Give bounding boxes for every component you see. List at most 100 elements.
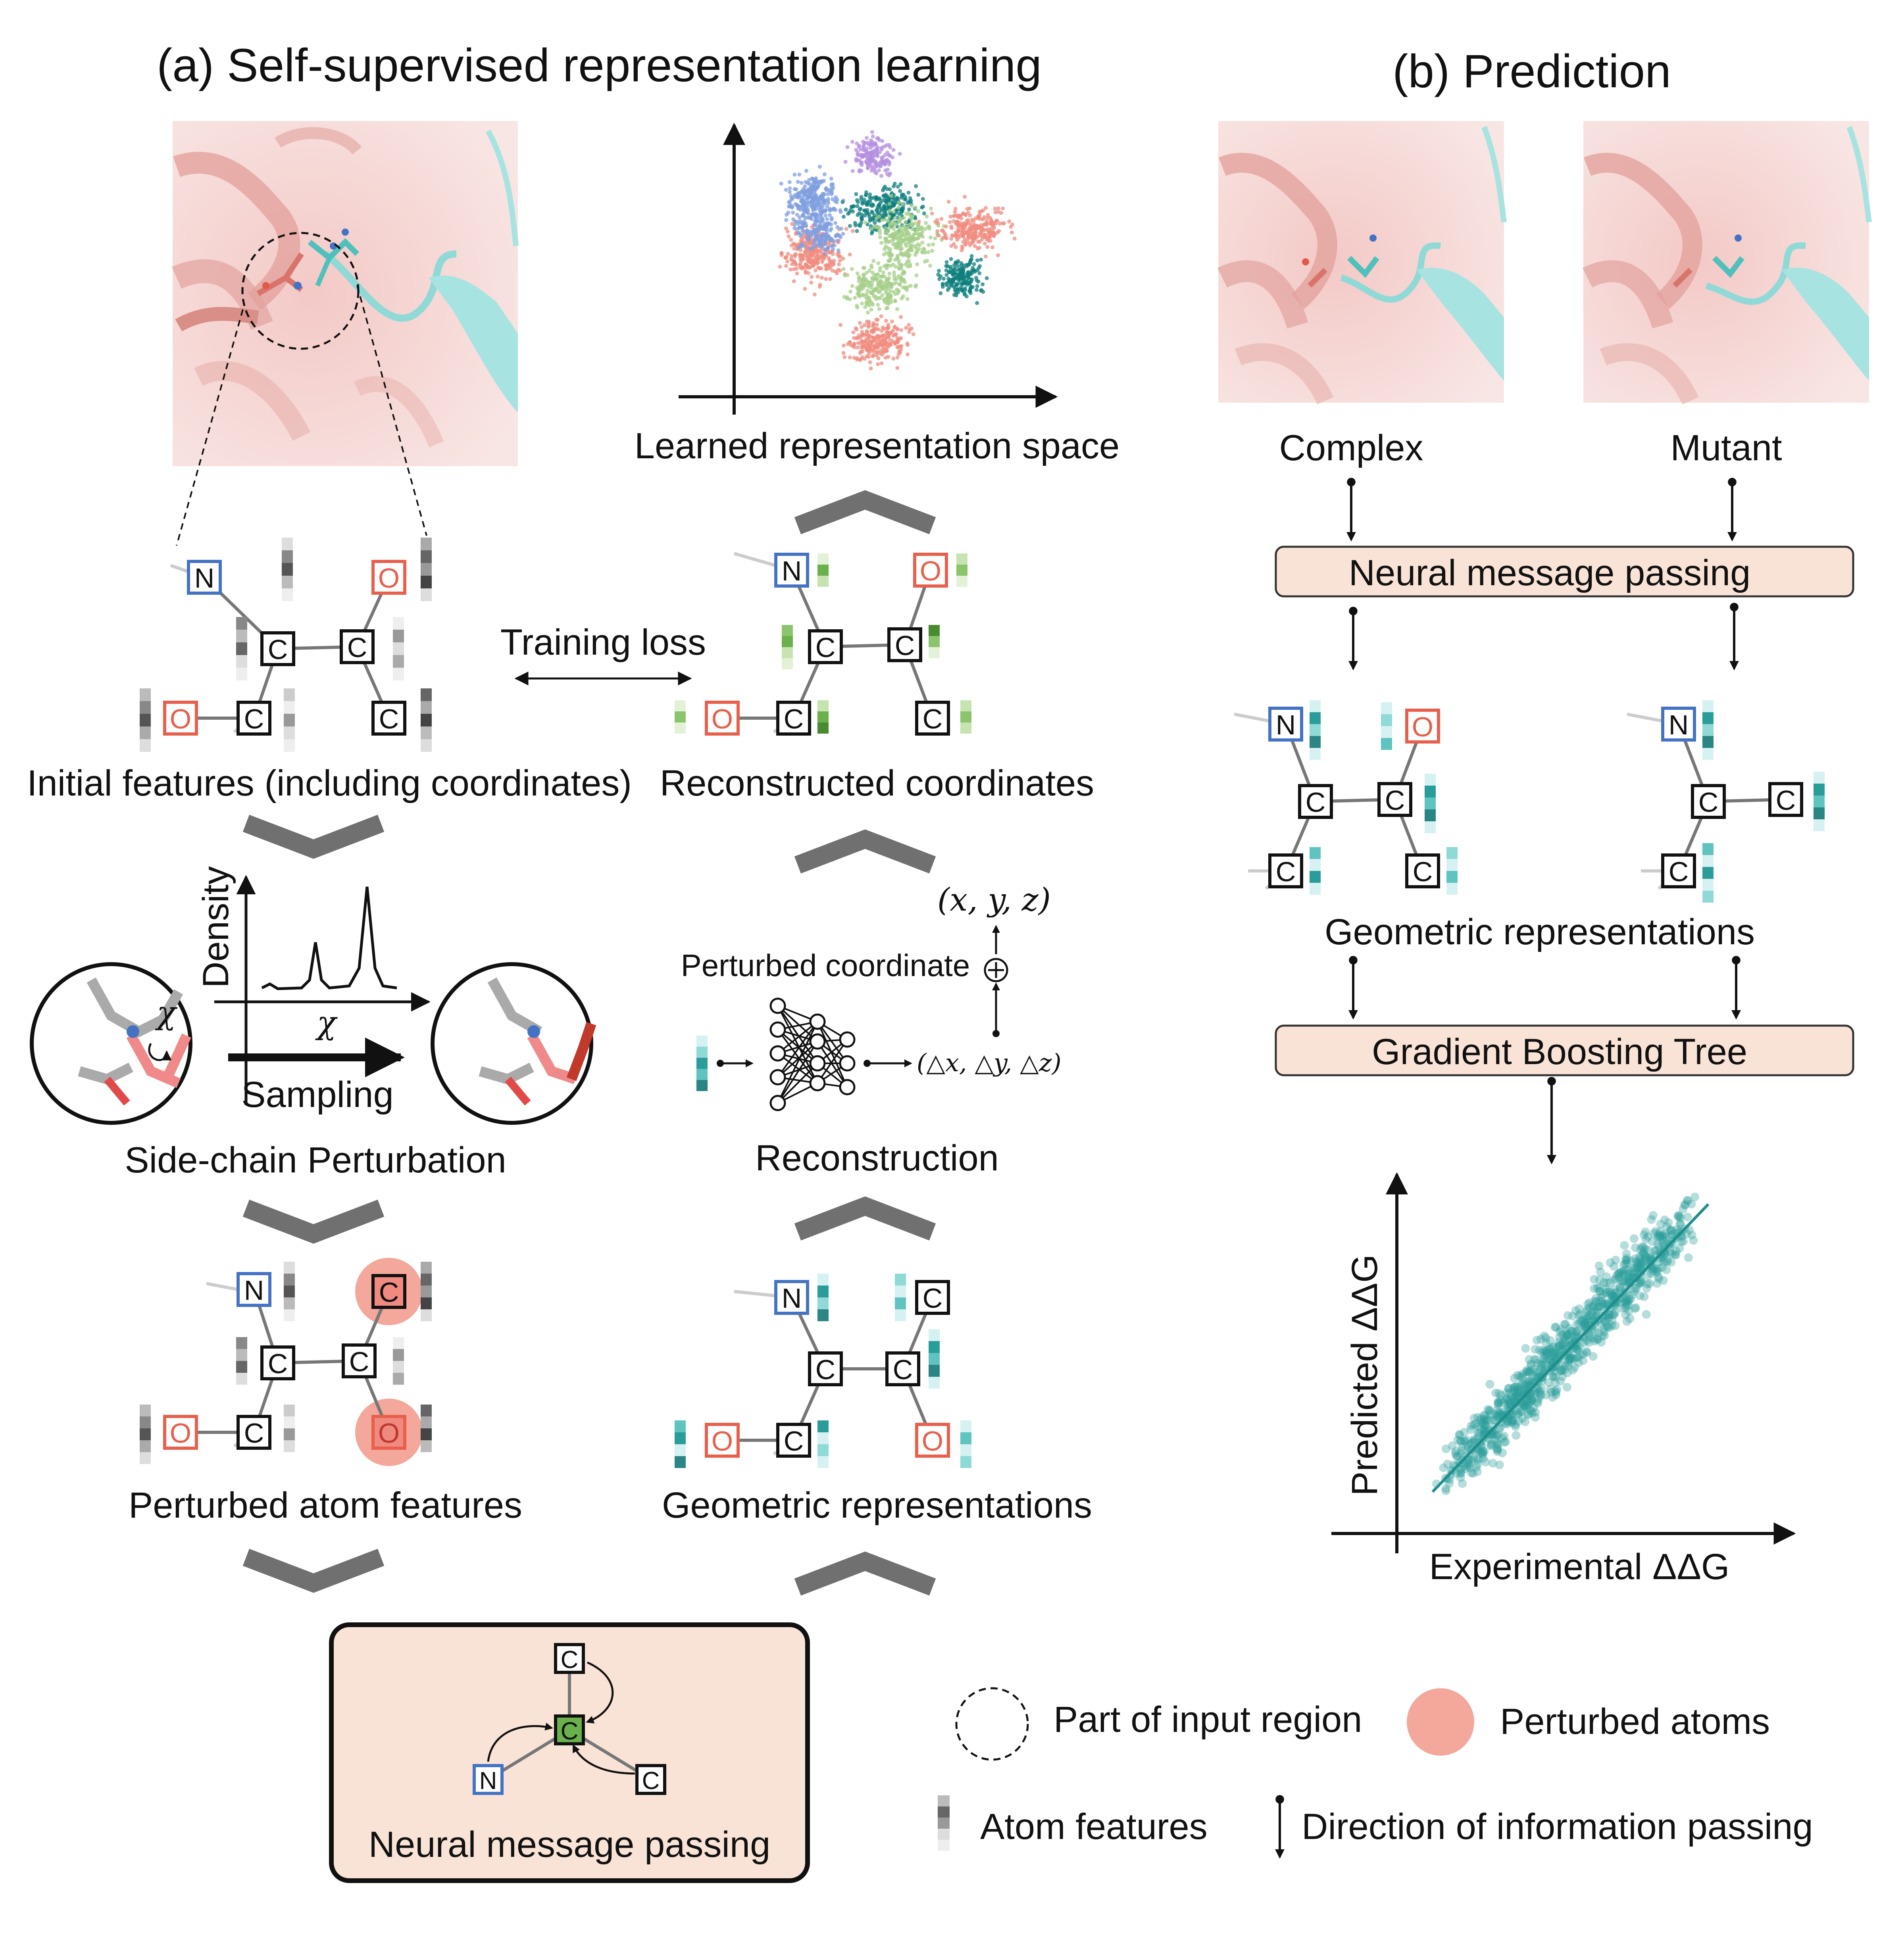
- cluster-point: [882, 275, 887, 279]
- cluster-point: [899, 251, 904, 256]
- atom-c-mutant-1: C: [1698, 787, 1719, 818]
- ddg-point: [1619, 1276, 1629, 1285]
- ddg-point: [1590, 1337, 1599, 1345]
- ddg-point: [1525, 1397, 1534, 1407]
- cluster-point: [810, 251, 814, 256]
- ddg-point: [1491, 1389, 1500, 1397]
- ddg-point: [1632, 1263, 1641, 1272]
- ddg-point: [1453, 1435, 1462, 1445]
- cluster-point: [800, 213, 805, 218]
- cluster-point: [903, 220, 908, 224]
- ddg-point: [1509, 1383, 1518, 1392]
- ddg-point: [1506, 1399, 1515, 1408]
- ddg-point: [1628, 1264, 1637, 1273]
- ddg-point: [1486, 1441, 1495, 1450]
- cluster-point: [830, 190, 834, 195]
- ddg-point: [1580, 1315, 1589, 1324]
- cluster-point: [892, 221, 896, 226]
- neuron-node: [769, 1069, 786, 1086]
- cluster-point: [921, 197, 925, 201]
- ddg-point: [1676, 1219, 1685, 1228]
- ddg-point: [1624, 1297, 1633, 1306]
- ddg-point: [1579, 1321, 1589, 1330]
- cluster-point: [823, 238, 828, 242]
- cluster-point: [784, 218, 789, 222]
- ddg-point: [1615, 1269, 1623, 1278]
- ddg-point: [1527, 1396, 1537, 1405]
- cluster-point: [815, 239, 819, 243]
- cluster-point: [869, 301, 874, 305]
- cluster-point: [865, 166, 870, 170]
- ddg-point: [1467, 1456, 1477, 1465]
- ddg-point: [1525, 1355, 1534, 1364]
- ddg-point: [1578, 1315, 1587, 1324]
- ddg-point: [1676, 1220, 1685, 1229]
- ddg-point: [1453, 1452, 1462, 1461]
- cluster-point: [890, 319, 894, 324]
- ddg-point: [1643, 1271, 1652, 1280]
- ddg-point: [1634, 1257, 1643, 1266]
- cluster-point: [875, 273, 879, 277]
- ddg-point: [1462, 1435, 1471, 1445]
- atom-c-perturbed-3: C: [244, 1418, 264, 1449]
- cluster-point: [929, 206, 933, 211]
- feature-bar-gray: [236, 1337, 247, 1385]
- feature-bar-gray: [421, 1262, 432, 1321]
- cluster-point: [841, 256, 845, 261]
- cluster-point: [893, 299, 897, 304]
- chevron-down-icon: [242, 815, 385, 859]
- ddg-point: [1659, 1258, 1668, 1266]
- cluster-point: [895, 327, 900, 332]
- cluster-point: [793, 219, 797, 223]
- ddg-point: [1666, 1248, 1675, 1257]
- ddg-point: [1674, 1213, 1683, 1221]
- ddg-point: [1622, 1255, 1631, 1264]
- ddg-point: [1530, 1355, 1539, 1364]
- cluster-point: [913, 206, 917, 210]
- cluster-point: [878, 275, 883, 279]
- cluster-point: [985, 245, 990, 249]
- ddg-point: [1468, 1438, 1477, 1447]
- cluster-point: [848, 290, 853, 294]
- ddg-point: [1621, 1256, 1630, 1265]
- ddg-point: [1620, 1298, 1629, 1307]
- ddg-point: [1565, 1336, 1573, 1345]
- cluster-point: [893, 257, 897, 262]
- cluster-point: [806, 271, 811, 275]
- ddg-point: [1552, 1388, 1561, 1397]
- ddg-point: [1469, 1436, 1478, 1445]
- ddg-point: [1452, 1451, 1461, 1460]
- cluster-point: [973, 244, 977, 248]
- cluster-point: [909, 284, 913, 288]
- ddg-point: [1456, 1437, 1466, 1446]
- ddg-point: [1498, 1398, 1507, 1407]
- ddg-point: [1641, 1256, 1650, 1265]
- cluster-point: [883, 161, 888, 165]
- ddg-point: [1585, 1331, 1594, 1340]
- cluster-point: [935, 229, 940, 233]
- sampling-label: Sampling: [241, 1074, 394, 1115]
- ddg-point: [1471, 1419, 1480, 1428]
- ddg-point: [1621, 1265, 1630, 1274]
- ddg-point: [1683, 1196, 1692, 1205]
- ddg-point: [1689, 1236, 1698, 1245]
- cluster-point: [891, 148, 896, 152]
- cluster-point: [783, 256, 788, 260]
- cluster-point: [790, 222, 794, 226]
- ddg-point: [1510, 1382, 1519, 1391]
- ddg-point: [1536, 1391, 1545, 1400]
- ddg-point: [1492, 1412, 1501, 1422]
- cluster-point: [864, 202, 869, 206]
- cluster-point: [953, 207, 958, 211]
- ddg-point: [1654, 1274, 1664, 1284]
- ddg-point: [1649, 1266, 1658, 1276]
- ddg-point: [1493, 1430, 1502, 1439]
- cluster-point: [860, 217, 864, 221]
- ddg-point: [1473, 1454, 1482, 1463]
- cluster-point: [972, 262, 976, 266]
- cluster-point: [881, 270, 885, 275]
- ddg-point: [1648, 1237, 1657, 1246]
- cluster-point: [858, 224, 862, 228]
- ddg-point: [1540, 1351, 1549, 1360]
- ddg-point: [1574, 1358, 1583, 1367]
